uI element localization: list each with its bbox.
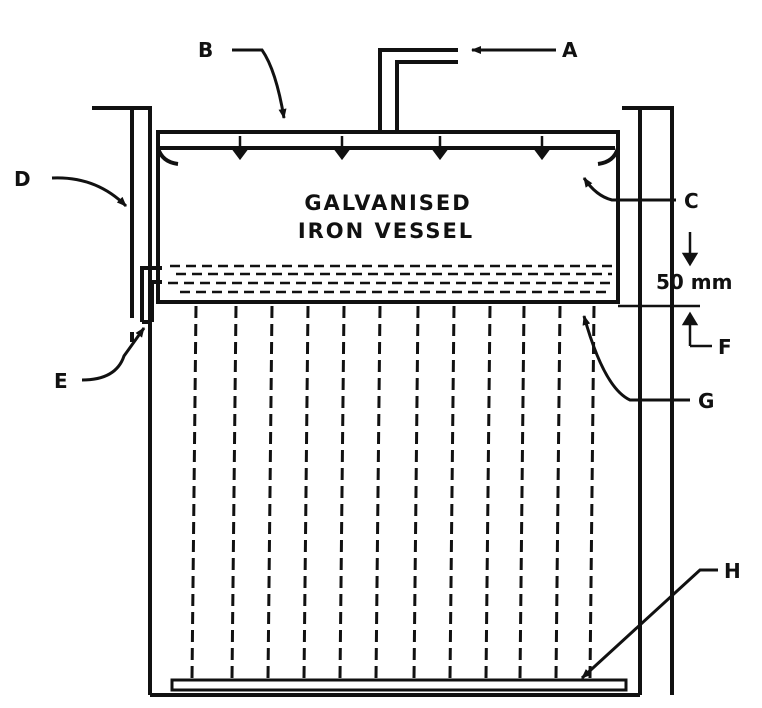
- leader-lines: [51, 46, 718, 680]
- vessel-label-line2: IRON VESSEL: [298, 219, 474, 243]
- overflow-outlet: [140, 266, 162, 324]
- drip-arrows: [231, 136, 551, 161]
- label-c: C: [684, 189, 699, 213]
- dimension-arrows: [618, 232, 712, 348]
- label-h: H: [724, 559, 741, 583]
- fibre-string: [266, 305, 274, 679]
- fibre-string: [484, 305, 492, 679]
- collection-tray: [170, 678, 628, 692]
- label-b: B: [198, 38, 213, 62]
- vessel-label-line1: GALVANISED: [304, 191, 471, 215]
- fibre-string: [588, 305, 596, 679]
- water-layer: [168, 264, 615, 294]
- fibre-string: [412, 305, 420, 679]
- fibre-string: [374, 305, 382, 679]
- fibre-strings: [190, 305, 596, 679]
- fibre-string: [554, 305, 562, 679]
- label-a: A: [562, 38, 578, 62]
- fibre-string: [190, 305, 198, 679]
- inlet-pipe: [378, 48, 458, 132]
- fibre-string: [518, 305, 526, 679]
- label-f: F: [718, 335, 732, 359]
- label-e: E: [54, 369, 68, 393]
- galvanised-iron-vessel: [156, 130, 620, 304]
- distribution-pipe: [156, 130, 620, 166]
- fibre-string: [302, 305, 310, 679]
- label-g: G: [698, 389, 714, 413]
- fibre-string: [230, 305, 238, 679]
- fibre-string: [338, 305, 346, 679]
- fibre-string: [448, 305, 456, 679]
- dimension-label: 50 mm: [656, 270, 732, 294]
- label-d: D: [14, 167, 31, 191]
